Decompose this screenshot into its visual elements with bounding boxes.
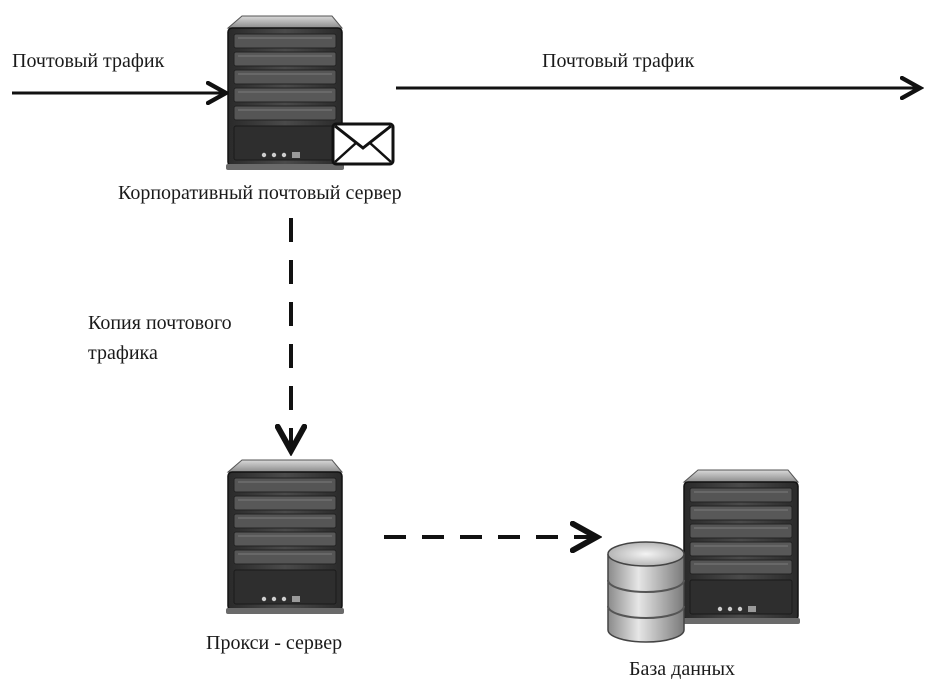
proxy-server-label: Прокси - сервер (206, 632, 343, 654)
proxy-server-icon (225, 459, 345, 615)
database-server-icon (681, 469, 801, 625)
envelope-icon (331, 122, 395, 166)
database-label: База данных (629, 658, 736, 680)
mail-server-label: Корпоративный почтовый сервер (118, 182, 402, 204)
database-cylinder-icon (607, 541, 685, 643)
mail-server-icon (225, 15, 345, 171)
traffic-copy-label: Копия почтового трафика (88, 312, 232, 364)
outgoing-traffic-label: Почтовый трафик (542, 50, 695, 72)
incoming-traffic-label: Почтовый трафик (12, 50, 165, 72)
